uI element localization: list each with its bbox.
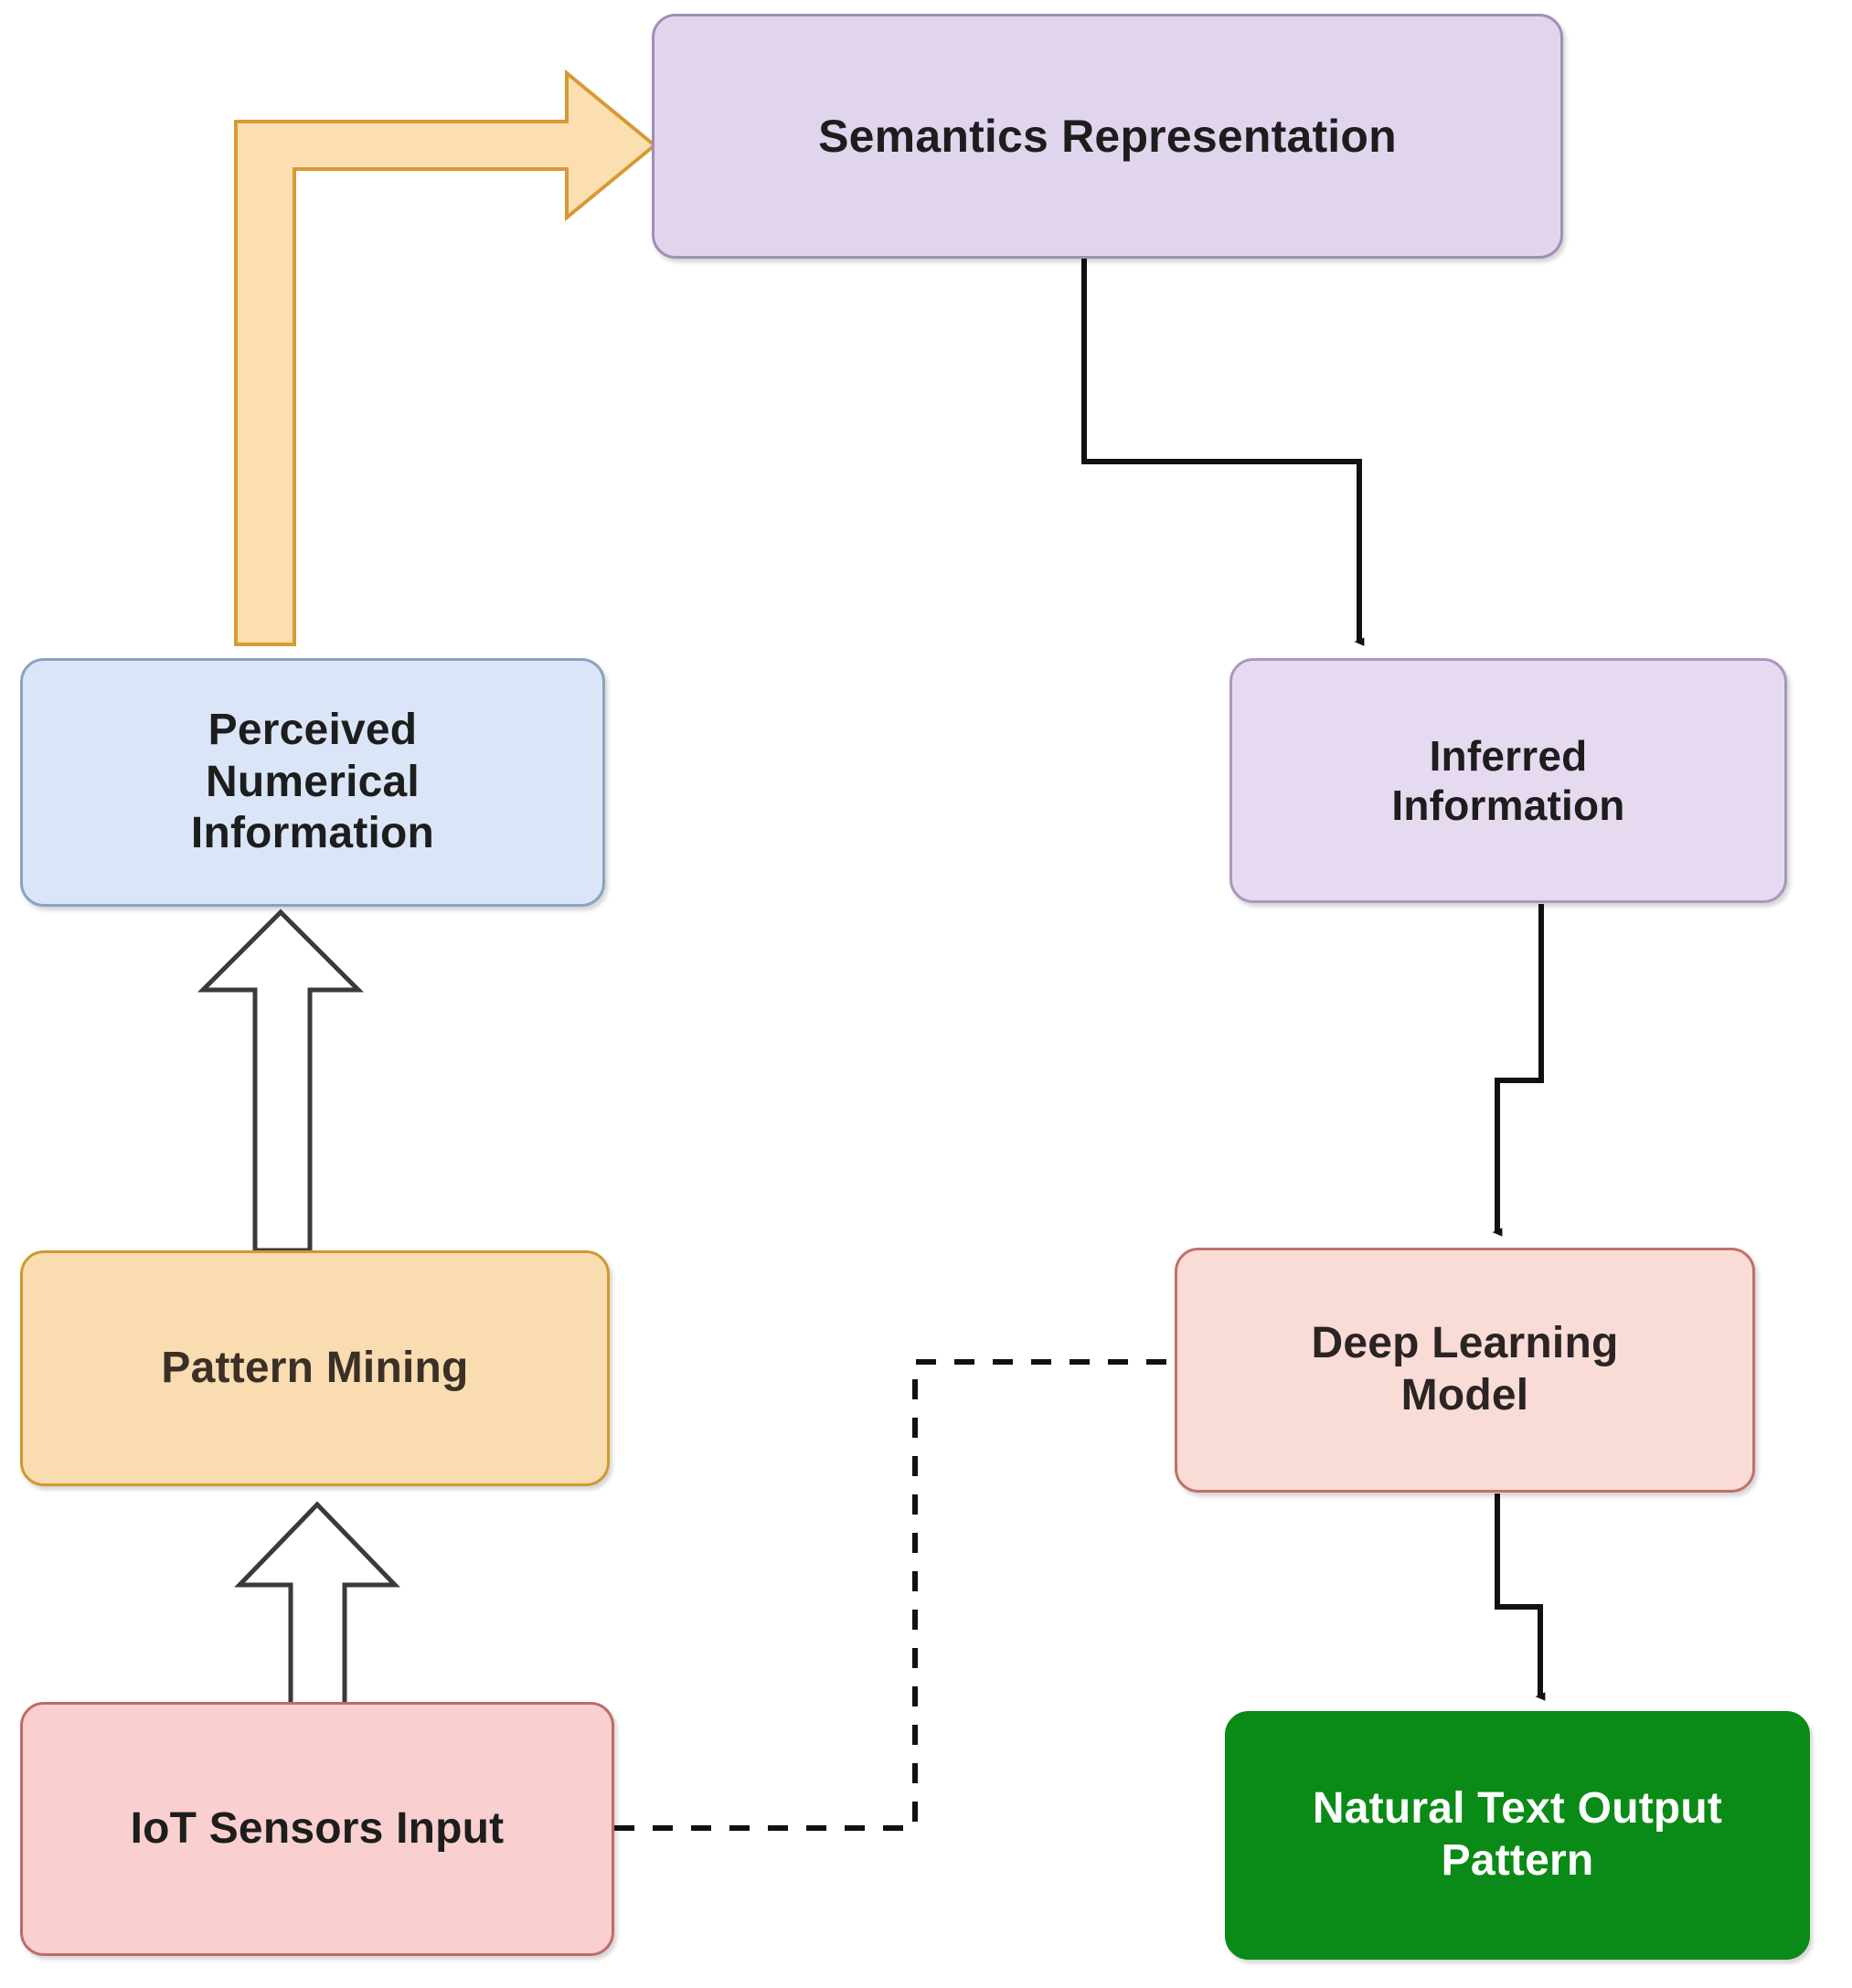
- node-label-perceived-numerical-information: Perceived Numerical Information: [190, 706, 435, 858]
- edge-iot-to-pattern: [234, 1501, 400, 1710]
- edge-perceived-to-semantics: [234, 69, 658, 646]
- node-perceived-numerical-information[interactable]: Perceived Numerical Information: [20, 658, 605, 907]
- node-label-iot-sensors-input: IoT Sensors Input: [130, 1803, 505, 1853]
- node-natural-text-output-pattern[interactable]: Natural Text Output Pattern: [1225, 1711, 1810, 1960]
- edge-dlm-to-output: [1495, 1494, 1546, 1701]
- node-label-semantics-representation: Semantics Representation: [818, 110, 1397, 162]
- node-label-deep-learning-model: Deep Learning Model: [1311, 1319, 1619, 1419]
- node-label-pattern-mining: Pattern Mining: [161, 1343, 469, 1392]
- edge-inferred-to-dlm: [1492, 904, 1544, 1237]
- edge-pattern-to-perceived: [197, 909, 365, 1253]
- edge-semantics-to-inferred: [1081, 259, 1365, 646]
- node-inferred-information[interactable]: Inferred Information: [1229, 658, 1787, 903]
- node-pattern-mining[interactable]: Pattern Mining: [20, 1250, 610, 1486]
- node-semantics-representation[interactable]: Semantics Representation: [652, 14, 1563, 259]
- node-label-inferred-information: Inferred Information: [1391, 731, 1625, 829]
- node-iot-sensors-input[interactable]: IoT Sensors Input: [20, 1702, 614, 1956]
- node-deep-learning-model[interactable]: Deep Learning Model: [1175, 1248, 1755, 1493]
- edge-iot-to-dlm: [614, 1359, 1175, 1831]
- node-label-natural-text-output-pattern: Natural Text Output Pattern: [1312, 1784, 1723, 1885]
